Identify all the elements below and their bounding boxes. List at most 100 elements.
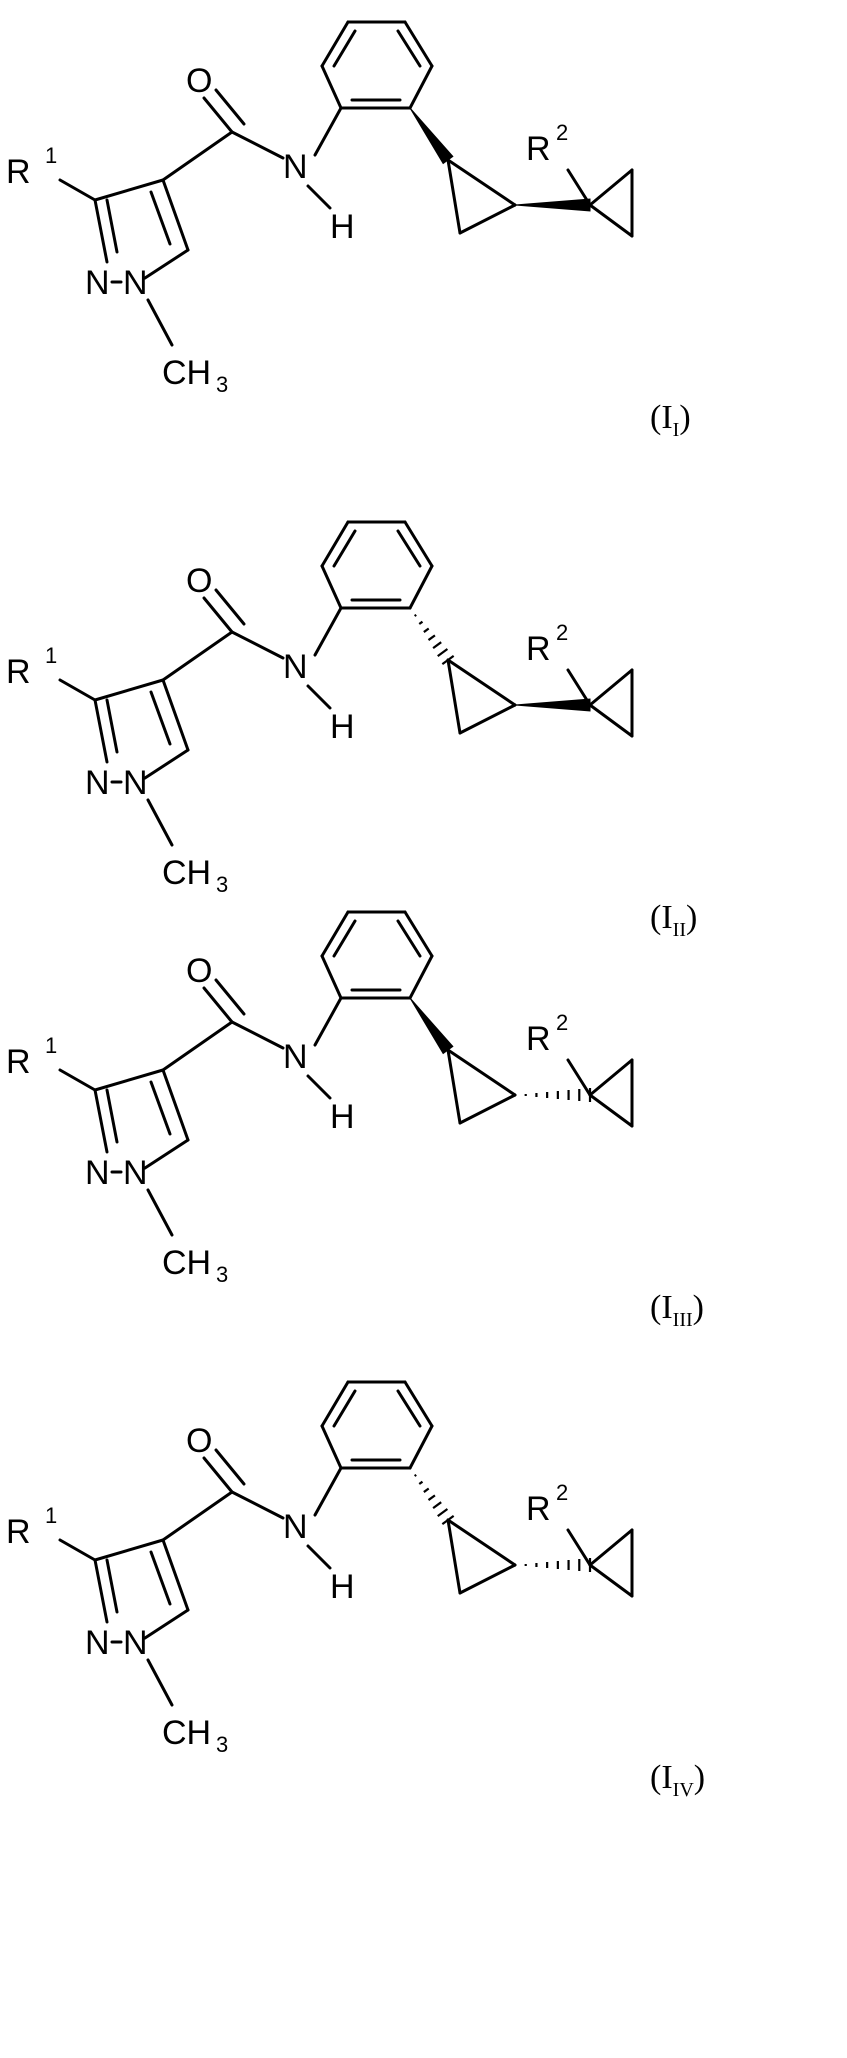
r1-number: 1 (45, 1503, 57, 1528)
r1-bond (60, 680, 95, 700)
compound-label-close: ) (693, 1289, 704, 1326)
compound-label-open: (I (650, 1759, 673, 1796)
benzene-bond-4 (405, 522, 432, 566)
bond-c5-n1 (145, 1140, 188, 1168)
amide-nitrogen: N (283, 148, 308, 186)
benzene-inner-1 (334, 921, 355, 956)
bond-c4-c5-double (151, 1082, 170, 1134)
methyl-ch: CH (162, 1714, 211, 1752)
bond-c-n (232, 632, 283, 658)
bond-c4-carbonyl (163, 632, 232, 680)
bond-c4-c5-double (151, 1552, 170, 1604)
methyl-sub: 3 (216, 1732, 228, 1757)
stereo-bond-cyclopropyl-cyclopropyl (515, 199, 590, 211)
bond-n-h (308, 1546, 330, 1568)
amide-hydrogen: H (330, 1098, 355, 1136)
r1-number: 1 (45, 643, 57, 668)
cp1-bond-2 (460, 705, 515, 733)
bond-c4-c5 (163, 1070, 188, 1140)
compound-label: (III) (650, 899, 697, 941)
benzene-bond-4 (405, 1382, 432, 1426)
compound-label: (IIII) (650, 1289, 704, 1331)
pyrazole-n2: N (85, 1154, 110, 1192)
carbonyl-oxygen: O (186, 952, 212, 990)
cp2-bond-3 (590, 705, 632, 736)
benzene-bond-2 (322, 912, 348, 956)
compound-label-open: (I (650, 399, 673, 436)
methyl-ch: CH (162, 1244, 211, 1282)
bond-c3-n2-double (107, 1560, 117, 1612)
stereo-bond-aryl-cyclopropyl (415, 1475, 454, 1524)
bond-c3-n2-double (107, 700, 117, 752)
r2-letter: R (526, 630, 551, 668)
bond-c5-n1 (145, 250, 188, 278)
benzene-bond-1 (322, 566, 341, 608)
pyrazole-n1: N (123, 1154, 148, 1192)
structures-group: R1NNCH3ONHR2(II)R1NNCH3ONHR2(III)R1NNCH3… (6, 22, 705, 1801)
methyl-bond (148, 1660, 172, 1705)
compound-label-close: ) (679, 399, 690, 436)
compound-label-close: ) (686, 899, 697, 936)
stereo-bond-cyclopropyl-cyclopropyl (526, 1558, 590, 1572)
benzene-inner-1 (334, 31, 355, 66)
methyl-ch: CH (162, 854, 211, 892)
compound-label-close: ) (694, 1759, 705, 1796)
bond-c4-carbonyl (163, 1492, 232, 1540)
bond-c-n (232, 132, 283, 158)
compound-label-sub: IV (673, 1779, 695, 1801)
cp1-bond-1 (448, 1520, 460, 1593)
r1-letter: R (6, 1043, 31, 1081)
stereo-bond-cyclopropyl-cyclopropyl (526, 1088, 590, 1102)
bond-c3-n2 (95, 1560, 107, 1622)
benzene-bond-2 (322, 522, 348, 566)
amide-nitrogen: N (283, 648, 308, 686)
r2-number: 2 (556, 620, 568, 645)
carbonyl-oxygen: O (186, 62, 212, 100)
benzene-bond-1 (322, 66, 341, 108)
benzene-bond-1 (322, 1426, 341, 1468)
bond-c4-c5-double (151, 192, 170, 244)
cp1-bond-2 (460, 1565, 515, 1593)
r1-letter: R (6, 153, 31, 191)
amide-hydrogen: H (330, 1568, 355, 1606)
r1-bond (60, 1070, 95, 1090)
benzene-bond-1 (322, 956, 341, 998)
stereo-bond-aryl-cyclopropyl (410, 998, 453, 1054)
bond-c-n (232, 1492, 283, 1518)
molecule-4: R1NNCH3ONHR2(IIV) (6, 1382, 705, 1801)
bond-c3-n2-double (107, 200, 117, 252)
bond-n-h (308, 1076, 330, 1098)
compound-label: (IIV) (650, 1759, 705, 1801)
pyrazole-n1: N (123, 1624, 148, 1662)
bond-c3-n2 (95, 200, 107, 262)
benzene-bond-2 (322, 1382, 348, 1426)
r1-number: 1 (45, 143, 57, 168)
bond-c-n (232, 1022, 283, 1048)
benzene-bond-4 (405, 22, 432, 66)
amide-hydrogen: H (330, 708, 355, 746)
r1-bond (60, 180, 95, 200)
benzene-bond-5 (410, 956, 432, 998)
bond-n-h (308, 686, 330, 708)
methyl-bond (148, 1190, 172, 1235)
pyrazole-n1: N (123, 264, 148, 302)
bond-c4-c5 (163, 180, 188, 250)
cp1-bond-2 (460, 1095, 515, 1123)
methyl-sub: 3 (216, 1262, 228, 1287)
cp1-bond-3 (448, 1050, 515, 1095)
benzene-bond-5 (410, 1426, 432, 1468)
amide-nitrogen: N (283, 1508, 308, 1546)
cp2-bond-1 (590, 670, 632, 705)
benzene-bond-4 (405, 912, 432, 956)
r1-bond (60, 1540, 95, 1560)
compound-label-sub: I (673, 419, 680, 441)
bond-n-aryl (315, 1468, 341, 1515)
bond-c4-carbonyl (163, 1022, 232, 1070)
cp1-bond-3 (448, 160, 515, 205)
benzene-inner-2 (398, 31, 420, 66)
compound-label-sub: III (673, 1309, 693, 1331)
bond-n-aryl (315, 608, 341, 655)
cp1-bond-3 (448, 1520, 515, 1565)
compound-label-open: (I (650, 1289, 673, 1326)
